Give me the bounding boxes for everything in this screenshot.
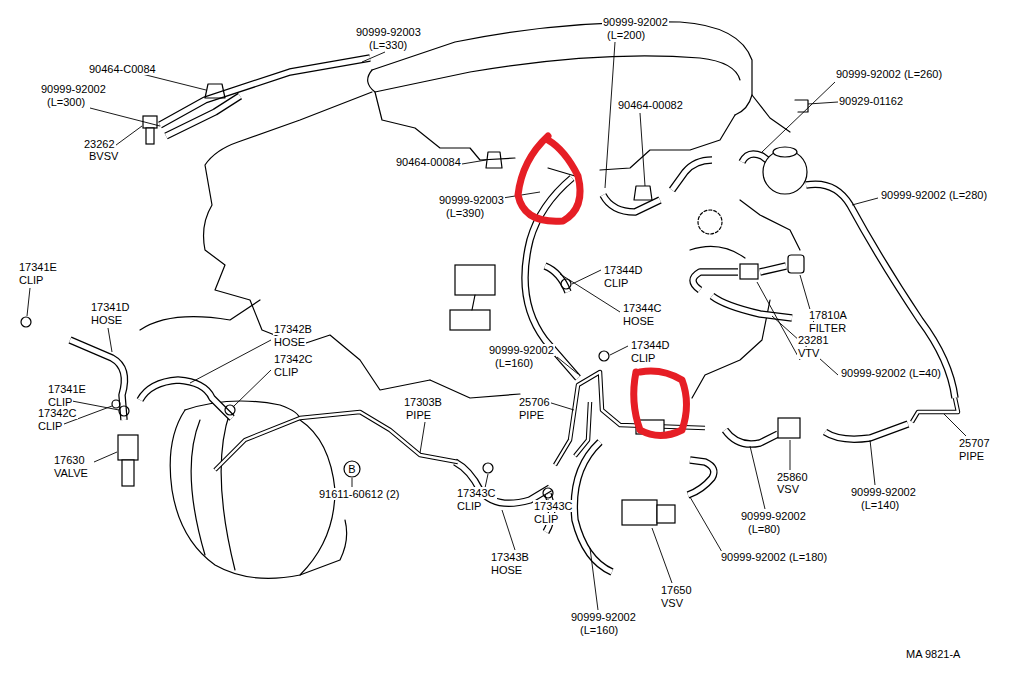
part-label: 17650 <box>660 584 693 596</box>
part-label: VSV <box>660 597 684 609</box>
reference-letter: B <box>348 463 355 475</box>
part-label: 90999-92002 <box>850 486 917 498</box>
part-label: CLIP <box>456 500 482 512</box>
part-label: (L=300) <box>46 96 86 108</box>
part-label: (L=160) <box>579 624 619 636</box>
part-label: 17344D <box>630 339 671 351</box>
part-label: 17342C <box>37 407 78 419</box>
part-label: 17341E <box>47 383 87 395</box>
part-label: 90929-01162 <box>838 95 904 107</box>
part-label: 25707 <box>958 437 991 449</box>
part-label: HOSE <box>273 336 306 348</box>
part-label: CLIP <box>18 274 44 286</box>
part-label: 17341E <box>18 261 58 273</box>
part-label: 90999-92002 (L=180) <box>720 551 828 563</box>
part-label: (L=200) <box>606 29 646 41</box>
part-label: PIPE <box>405 409 432 421</box>
part-label: 17810A <box>808 309 848 321</box>
part-label: 90464-00084 <box>395 156 462 168</box>
part-label: 25860 <box>776 471 809 483</box>
part-label: CLIP <box>630 352 656 364</box>
part-label: 17342B <box>273 323 313 335</box>
part-label: 90999-92002 <box>488 344 555 356</box>
part-label: PIPE <box>958 450 985 462</box>
part-label: 90999-92002 (L=260) <box>835 68 943 80</box>
part-label: 17344C <box>622 302 663 314</box>
part-label: 90999-92002 <box>740 510 807 522</box>
part-label: 17343C <box>533 500 574 512</box>
part-label: CLIP <box>603 277 629 289</box>
part-label: PIPE <box>518 409 545 421</box>
part-label: FILTER <box>808 322 847 334</box>
part-label: HOSE <box>90 314 123 326</box>
part-label: 90999-92002 <box>570 611 637 623</box>
part-label: VALVE <box>53 467 89 479</box>
part-label: 17344D <box>603 264 644 276</box>
part-label: HOSE <box>490 564 523 576</box>
part-label: (L=390) <box>445 207 485 219</box>
part-label: VTV <box>797 347 820 359</box>
part-label: (L=80) <box>747 523 781 535</box>
part-label: 17303B <box>403 396 443 408</box>
part-label: 17342C <box>273 353 314 365</box>
part-label: 90464-00082 <box>617 99 684 111</box>
part-label: (L=330) <box>368 39 408 51</box>
part-label: HOSE <box>622 315 655 327</box>
part-label: (L=160) <box>494 357 534 369</box>
part-label: CLIP <box>273 366 299 378</box>
part-label: VSV <box>776 483 800 495</box>
part-label: 90999-92002 (L=280) <box>880 189 988 201</box>
part-label: BVSV <box>88 150 119 162</box>
part-label: CLIP <box>37 420 63 432</box>
part-label: 17630 <box>53 454 86 466</box>
part-label: 90999-92002 (L=40) <box>840 367 942 379</box>
part-label: 17343C <box>456 487 497 499</box>
part-label: 91611-60612 (2) <box>318 488 401 500</box>
part-label: 90999-92003 <box>438 194 505 206</box>
part-label: (L=140) <box>860 499 900 511</box>
part-label: 90999-92002 <box>602 16 669 28</box>
part-label: 23262 <box>83 138 116 150</box>
part-label: 90999-92002 <box>40 83 107 95</box>
part-label: 17341D <box>90 301 131 313</box>
part-label: 90464-C0084 <box>88 63 157 75</box>
part-label: 25706 <box>518 396 551 408</box>
part-label: CLIP <box>533 513 559 525</box>
part-label: MA 9821-A <box>905 648 961 660</box>
part-label: 23281 <box>797 334 830 346</box>
part-label: 90999-92003 <box>355 26 422 38</box>
part-label: 17343B <box>490 551 530 563</box>
